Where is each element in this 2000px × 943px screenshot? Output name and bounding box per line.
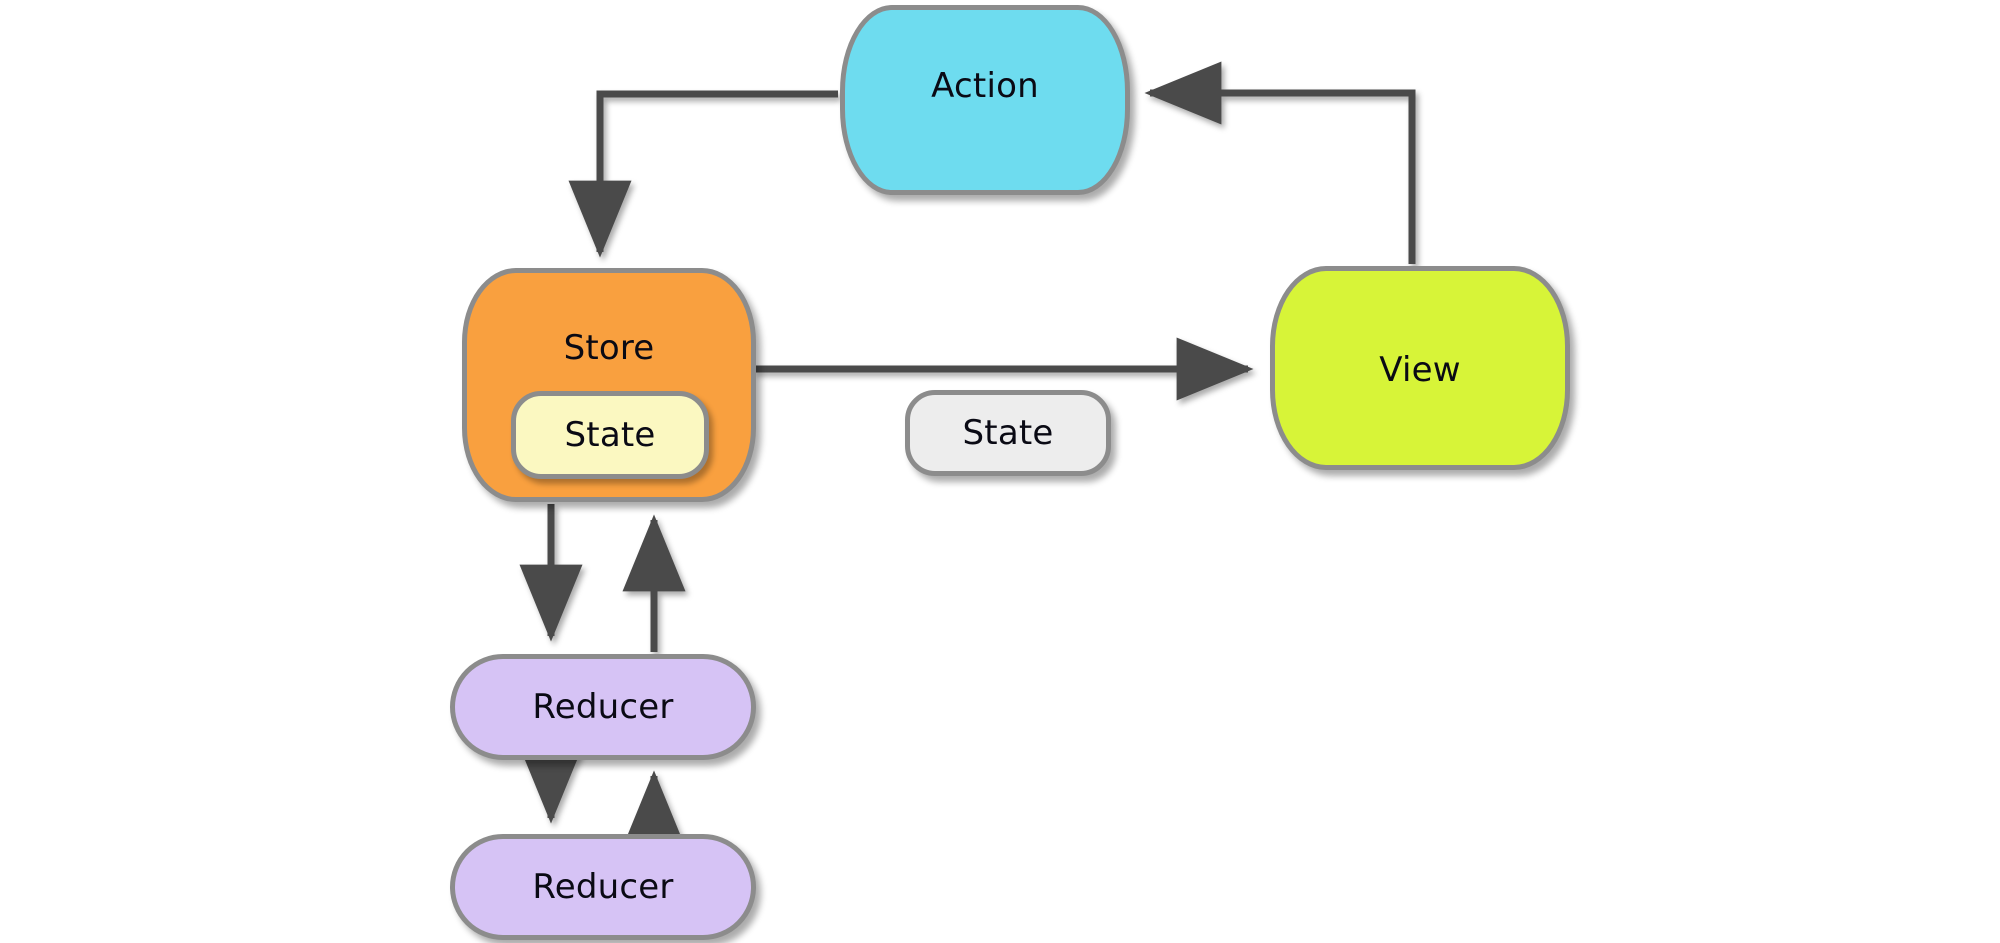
edge-view-to-action: [1144, 61, 1416, 264]
node-store-state[interactable]: State: [511, 391, 709, 479]
node-action[interactable]: Action: [840, 5, 1130, 195]
node-reducer-2[interactable]: Reducer: [450, 834, 756, 940]
node-reducer-2-label: Reducer: [532, 867, 674, 907]
node-store-state-label: State: [564, 415, 656, 455]
node-store-label: Store: [563, 328, 655, 368]
edge-action-to-store: [568, 90, 838, 258]
node-reducer-1[interactable]: Reducer: [450, 654, 756, 760]
node-store[interactable]: Store State: [462, 268, 756, 502]
node-view-label: View: [1379, 350, 1461, 390]
node-view[interactable]: View: [1270, 266, 1570, 470]
node-action-label: Action: [931, 66, 1039, 106]
node-reducer-1-label: Reducer: [532, 687, 674, 727]
node-state-payload-label: State: [962, 413, 1054, 453]
node-state-payload[interactable]: State: [905, 390, 1111, 476]
